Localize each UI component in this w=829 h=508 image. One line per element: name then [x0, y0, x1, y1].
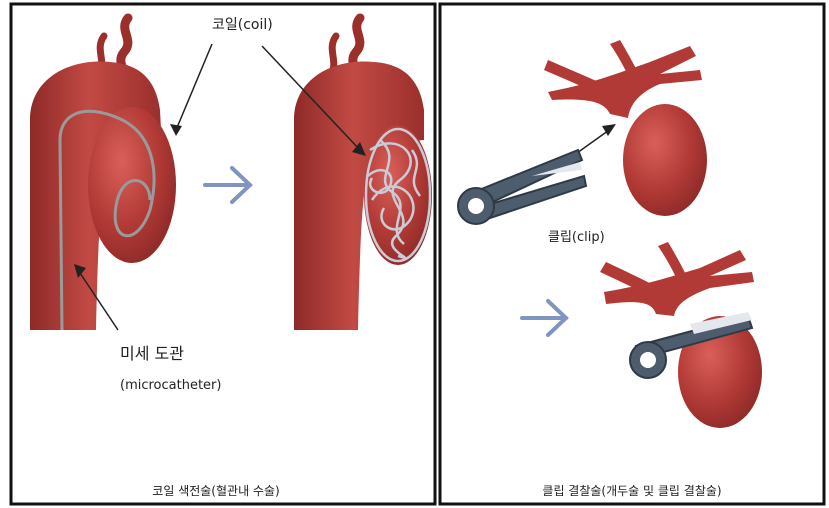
- coil-pointer-head: [170, 124, 182, 136]
- aneurysm-sac: [88, 107, 176, 263]
- aneurysm-sac-right: [623, 104, 707, 216]
- microcatheter-label-en: (microcatheter): [120, 378, 221, 393]
- right-panel-caption: 클립 결찰술(개두술 및 클립 결찰술): [440, 482, 824, 499]
- microcatheter-label-ko: 미세 도관: [120, 340, 184, 364]
- stage-arrow-left: [205, 168, 250, 202]
- coil-pointer-line: [176, 44, 212, 130]
- coil-label: 코일(coil): [212, 14, 273, 34]
- clip-label: 클립(clip): [548, 226, 605, 245]
- surgical-clip-open: [458, 150, 586, 224]
- stage-arrow-right: [522, 301, 566, 335]
- vessel-with-coil: [294, 18, 432, 330]
- vessel-with-microcatheter: [30, 18, 176, 330]
- left-panel-caption: 코일 색전술(혈관내 수술): [0, 482, 432, 499]
